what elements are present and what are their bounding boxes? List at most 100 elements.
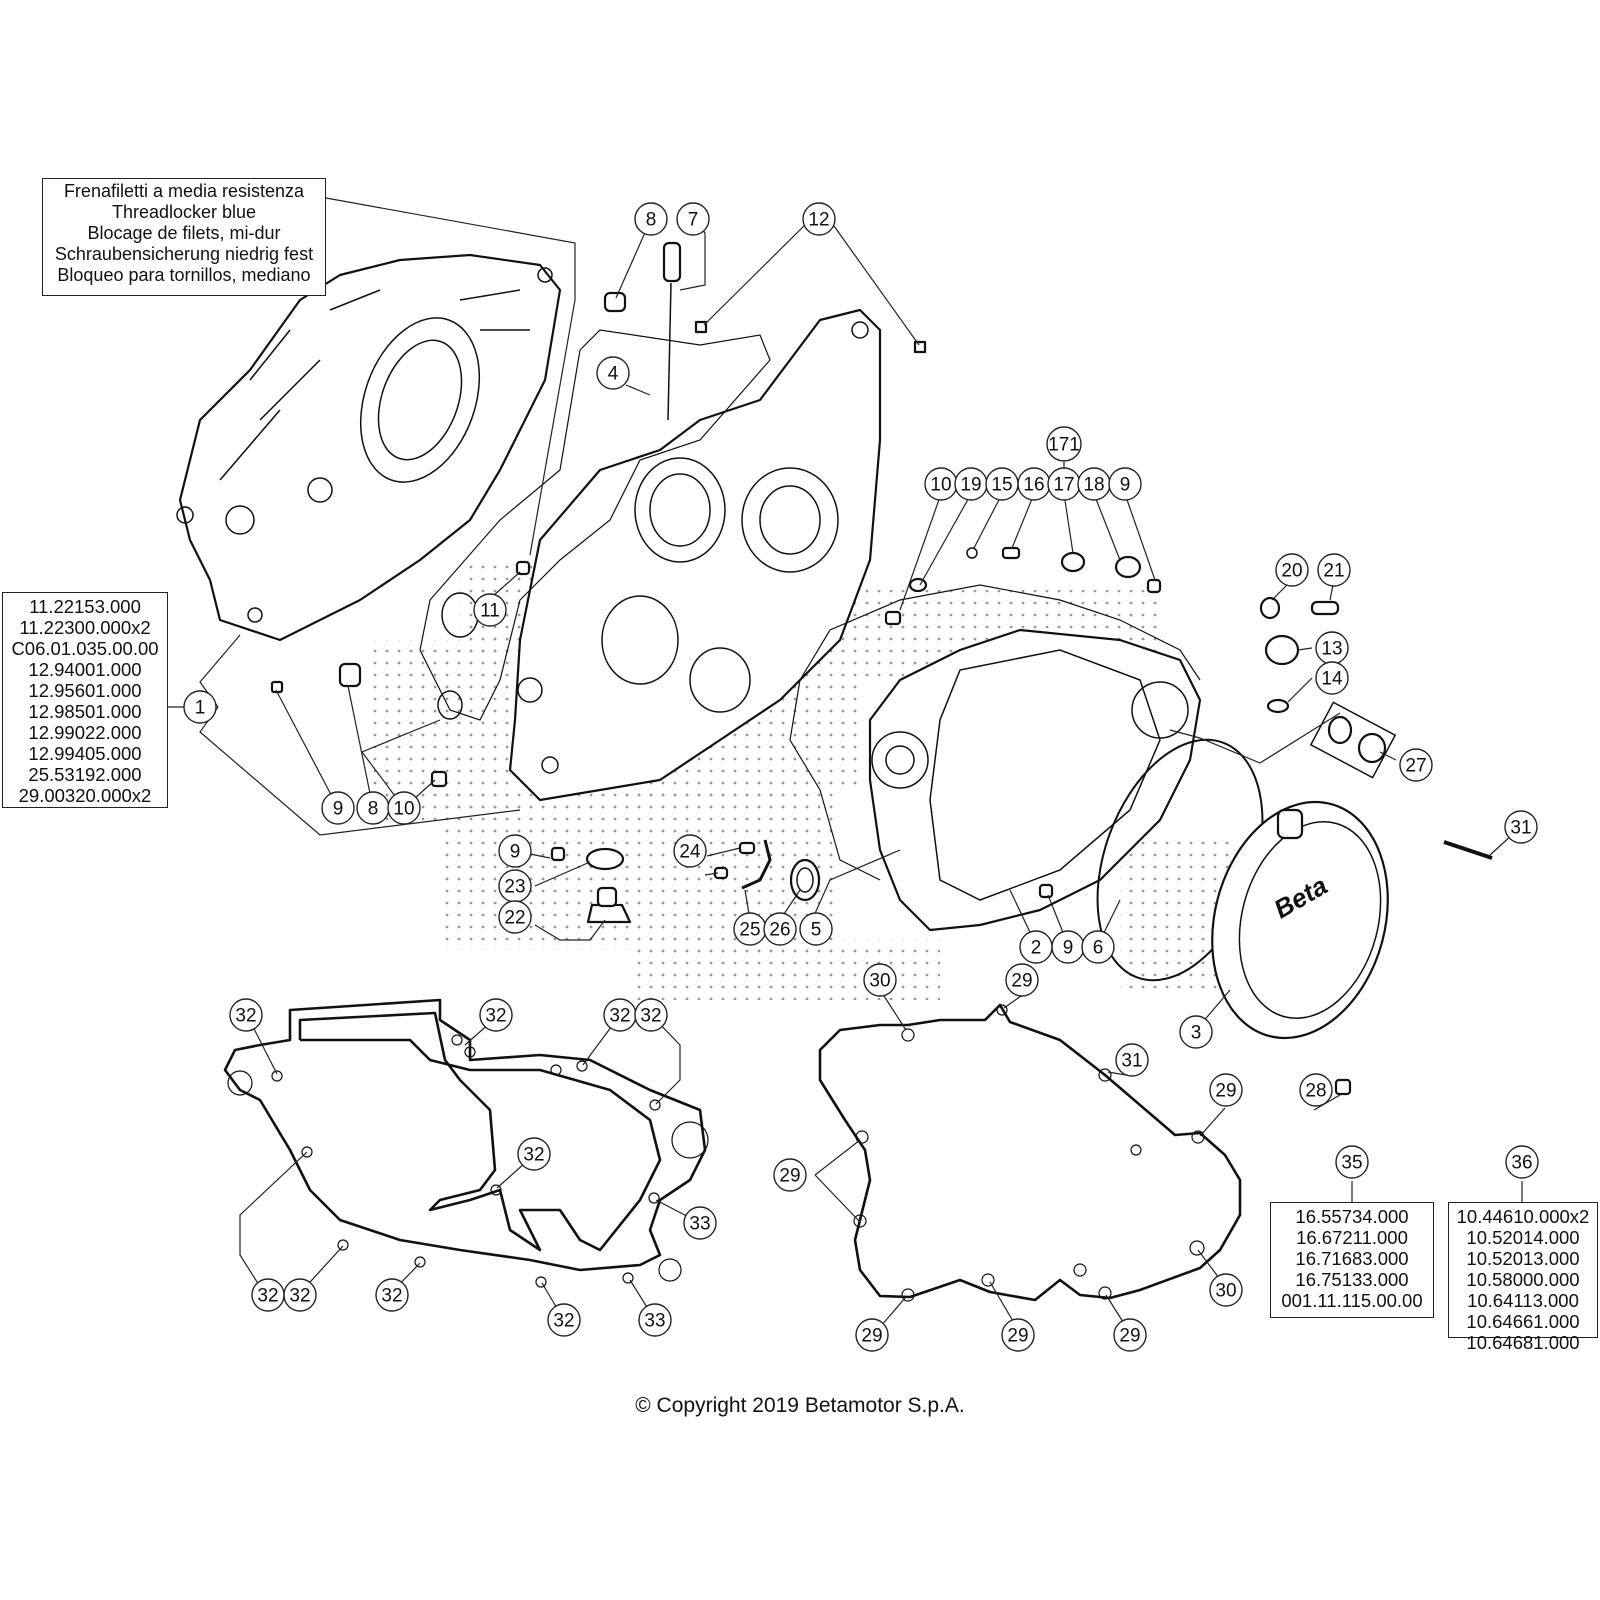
callout-25: 25 xyxy=(733,912,767,946)
washer-17 xyxy=(1060,551,1086,573)
callout-label: 32 xyxy=(381,1286,402,1307)
callout-label: 29 xyxy=(1007,1326,1028,1347)
callout-circle xyxy=(1001,1318,1035,1352)
dowel-9-left xyxy=(270,680,284,694)
callout-23: 23 xyxy=(498,869,532,903)
callout-label: 27 xyxy=(1405,756,1426,777)
callout-label: 6 xyxy=(1093,938,1104,959)
callout-label: 17 xyxy=(1053,475,1074,496)
crankcase-gasket-32 xyxy=(223,998,709,1288)
callout-32: 32 xyxy=(547,1303,581,1337)
spring-16 xyxy=(1001,546,1021,560)
callout-31: 31 xyxy=(1504,810,1538,844)
callout-circle xyxy=(676,202,710,236)
part-code: 12.99405.000 xyxy=(28,743,142,764)
callout-circle xyxy=(799,912,833,946)
callout-label: 32 xyxy=(485,1006,506,1027)
callout-label: 29 xyxy=(861,1326,882,1347)
callout-label: 32 xyxy=(640,1006,661,1027)
callout-circle xyxy=(1081,930,1115,964)
callout-circle xyxy=(1108,467,1142,501)
callout-circle xyxy=(321,791,355,825)
callout-label: 33 xyxy=(644,1311,665,1332)
callout-label: 18 xyxy=(1083,475,1104,496)
callout-7: 7 xyxy=(676,202,710,236)
callout-circle xyxy=(634,202,668,236)
callout-20: 20 xyxy=(1275,553,1309,587)
dowel-9-right xyxy=(1146,578,1162,594)
callout-32: 32 xyxy=(283,1278,317,1312)
note-line-de: Schraubensicherung niedrig fest xyxy=(54,244,314,264)
callout-label: 29 xyxy=(1011,971,1032,992)
callout-32: 32 xyxy=(634,998,668,1032)
callout-5: 5 xyxy=(799,912,833,946)
callout-circle xyxy=(1399,748,1433,782)
note-line-it: Frenafiletti a media resistenza xyxy=(63,181,305,201)
callout-9: 9 xyxy=(498,834,532,868)
part-code: 16.71683.000 xyxy=(1295,1248,1409,1269)
callout-circle xyxy=(1275,553,1309,587)
callout-label: 9 xyxy=(333,799,344,820)
drain-plug-22 xyxy=(586,903,632,924)
callout-circle xyxy=(498,834,532,868)
right-crankcase-half xyxy=(508,308,882,802)
dowel-10-right xyxy=(884,610,902,626)
callout-circle xyxy=(1179,1015,1213,1049)
callout-label: 7 xyxy=(688,210,699,231)
stud-11 xyxy=(515,560,531,576)
callout-label: 21 xyxy=(1323,561,1344,582)
callout-4: 4 xyxy=(596,356,630,390)
o-ring-14 xyxy=(1266,698,1290,714)
dowel-10 xyxy=(430,770,448,788)
callout-label: 8 xyxy=(646,210,657,231)
part-code: 10.44610.000x2 xyxy=(1456,1206,1590,1227)
part-code: 16.55734.000 xyxy=(1295,1206,1409,1227)
part-code: 16.75133.000 xyxy=(1295,1269,1409,1290)
callout-32: 32 xyxy=(517,1137,551,1171)
callout-label: 35 xyxy=(1341,1153,1362,1174)
oil-seal-26 xyxy=(789,858,821,902)
clutch-cover-gasket xyxy=(789,584,1201,881)
callout-26: 26 xyxy=(763,912,797,946)
callout-label: 5 xyxy=(811,920,822,941)
callout-circle xyxy=(1504,810,1538,844)
callout-label: 14 xyxy=(1321,669,1343,690)
callout-35: 35 xyxy=(1335,1145,1369,1179)
callout-label: 12 xyxy=(808,210,829,231)
part-code: 10.52014.000 xyxy=(1466,1227,1580,1248)
callout-8: 8 xyxy=(634,202,668,236)
part-code: 12.95601.000 xyxy=(28,680,142,701)
oil-filler-13 xyxy=(1264,634,1300,666)
callout-9: 9 xyxy=(321,791,355,825)
callout-32: 32 xyxy=(375,1278,409,1312)
callout-6: 6 xyxy=(1081,930,1115,964)
callout-10: 10 xyxy=(924,467,958,501)
plug-18 xyxy=(1114,555,1142,579)
callout-label: 33 xyxy=(689,1214,710,1235)
callout-circle xyxy=(855,1318,889,1352)
callout-label: 3 xyxy=(1191,1023,1202,1044)
callout-label: 32 xyxy=(609,1006,630,1027)
part-code: 11.22300.000x2 xyxy=(19,617,151,638)
callout-circle xyxy=(229,998,263,1032)
callout-29: 29 xyxy=(1209,1073,1243,1107)
screw-21 xyxy=(1310,600,1340,616)
callout-29: 29 xyxy=(1113,1318,1147,1352)
callout-label: 20 xyxy=(1281,561,1302,582)
note-line-es: Bloqueo para tornillos, mediano xyxy=(57,265,311,285)
callout-label: 32 xyxy=(289,1286,310,1307)
part-codes-group-35: 16.55734.000 16.67211.000 16.71683.000 1… xyxy=(1270,1202,1434,1318)
part-code: 10.52013.000 xyxy=(1466,1248,1580,1269)
callout-circle xyxy=(863,963,897,997)
callout-label: 4 xyxy=(608,364,619,385)
callout-label: 31 xyxy=(1121,1051,1142,1072)
callout-label: 29 xyxy=(779,1166,800,1187)
bracket-25 xyxy=(741,839,772,890)
callout-circle xyxy=(1315,661,1349,695)
washer-23 xyxy=(585,847,625,871)
part-code: 001.11.115.00.00 xyxy=(1281,1290,1423,1311)
callout-9: 9 xyxy=(1051,930,1085,964)
callout-label: 32 xyxy=(257,1286,278,1307)
callout-circle xyxy=(1209,1273,1243,1307)
